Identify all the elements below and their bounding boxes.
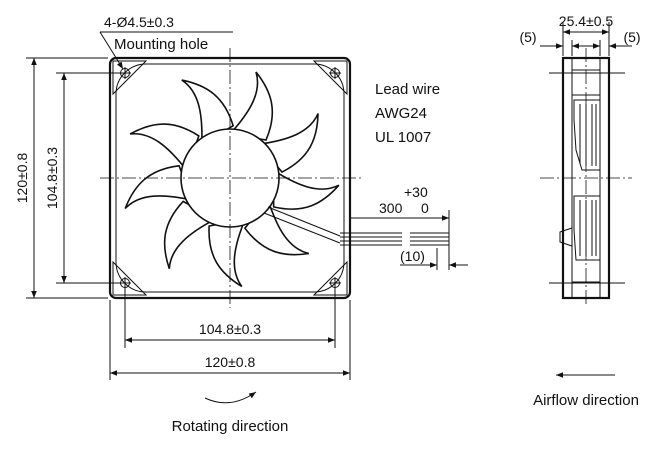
- wire-tolerance-plus: +30: [404, 184, 428, 200]
- width-hole-label: 104.8±0.3: [199, 321, 261, 337]
- lead-wire-standard: UL 1007: [375, 129, 431, 146]
- width-outer-label: 120±0.8: [205, 354, 256, 370]
- width-hole-dimension: [124, 288, 336, 348]
- mounting-holes: [112, 60, 348, 296]
- strip-length: (10): [400, 248, 425, 264]
- height-outer-label: 120±0.8: [14, 153, 30, 204]
- depth-dimension: [540, 22, 632, 56]
- height-hole-dimension: [56, 72, 120, 284]
- lead-wire-gauge: AWG24: [375, 105, 427, 122]
- airflow-direction-label: Airflow direction: [533, 392, 639, 409]
- height-outer-dimension: [26, 57, 108, 299]
- front-view: [100, 48, 362, 308]
- fan-spokes: [263, 206, 341, 244]
- mounting-hole-label: Mounting hole: [114, 36, 208, 53]
- rotating-direction-label: Rotating direction: [172, 418, 289, 435]
- width-outer-dimension: [109, 300, 351, 380]
- lead-wires: [340, 210, 468, 270]
- lead-wire-label: Lead wire: [375, 81, 440, 98]
- flange-right-label: (5): [623, 29, 640, 45]
- height-hole-label: 104.8±0.3: [44, 147, 60, 209]
- flange-left-label: (5): [519, 29, 536, 45]
- wire-length: 300: [379, 200, 403, 216]
- rotation-arrow: [204, 391, 257, 404]
- side-view: [540, 48, 632, 306]
- mounting-hole-dimension: 4-Ø4.5±0.3: [104, 14, 174, 30]
- depth-label: 25.4±0.5: [559, 13, 614, 29]
- wire-tolerance-zero: 0: [421, 200, 429, 216]
